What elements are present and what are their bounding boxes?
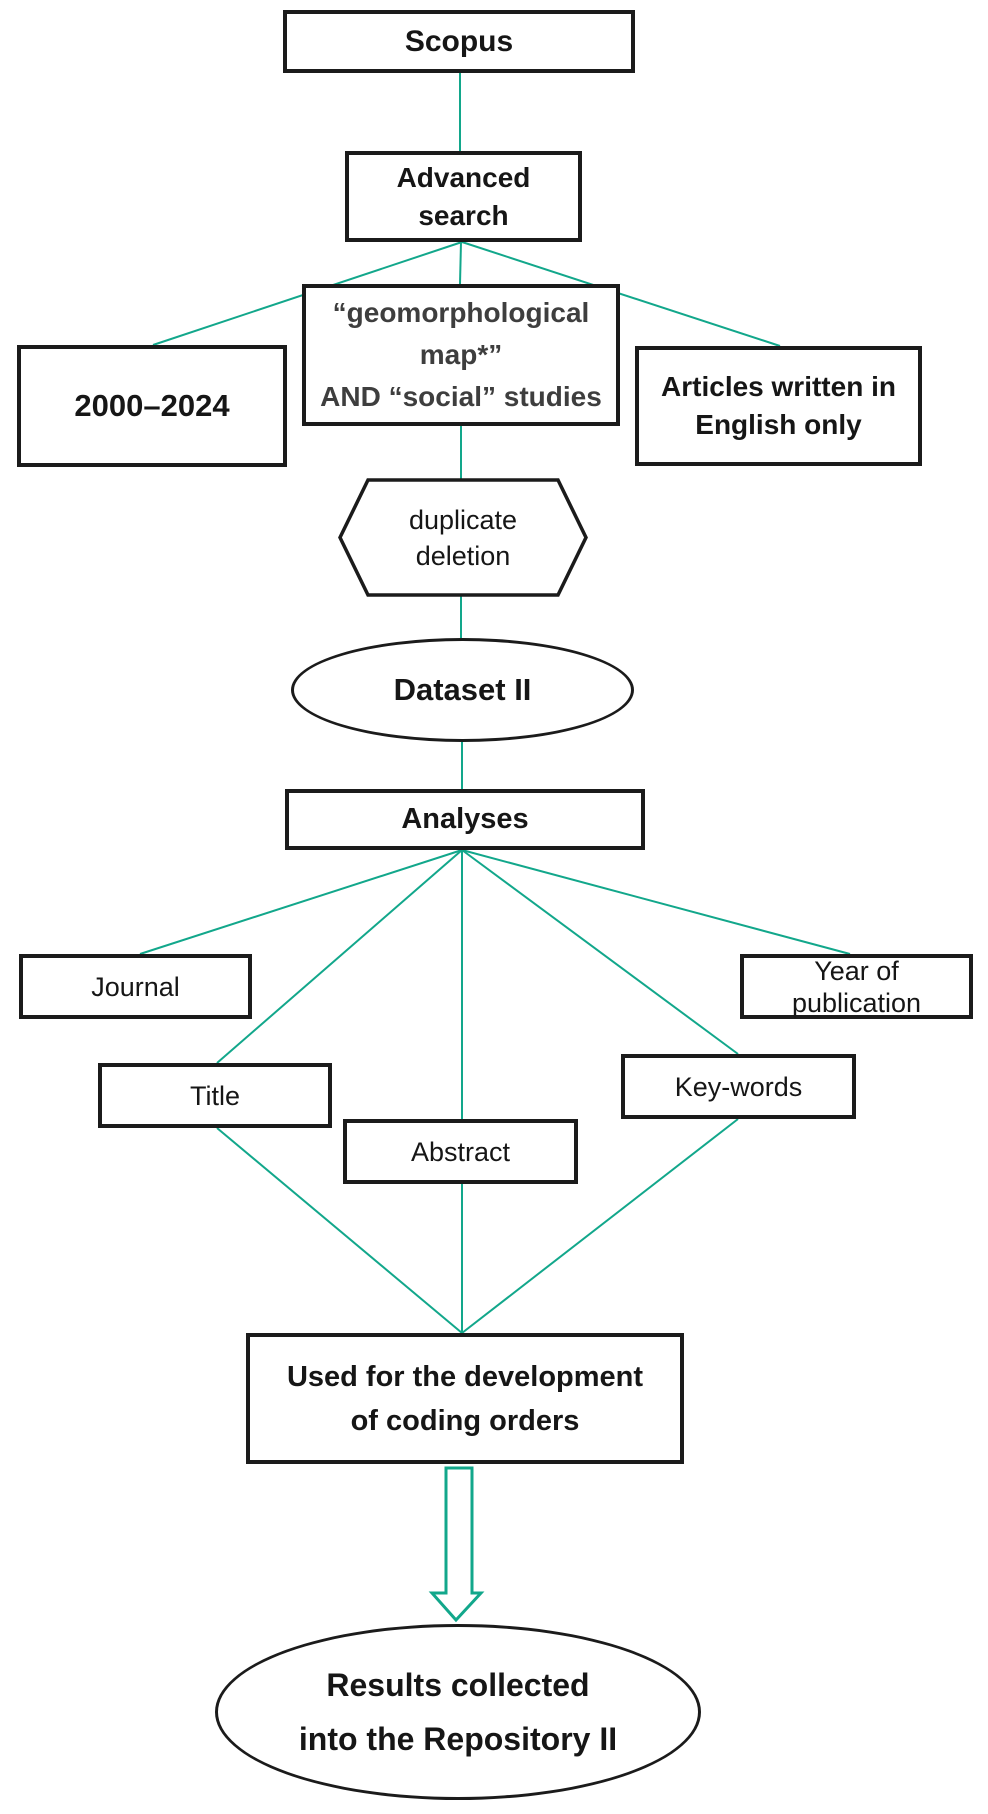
edge-analyses-year (461, 849, 851, 955)
analyses-label: Analyses (401, 803, 529, 835)
node-scopus: Scopus (283, 10, 635, 73)
node-title: Title (98, 1063, 332, 1128)
node-dataset-ii: Dataset II (291, 638, 634, 742)
edge-advanced-query (459, 241, 462, 285)
dataset-ii-label: Dataset II (393, 672, 532, 707)
year-range-label: 2000–2024 (74, 388, 230, 423)
node-search-query: “geomorphological map*” AND “social” stu… (302, 284, 620, 426)
edge-analyses-journal (139, 849, 463, 955)
node-abstract: Abstract (343, 1119, 578, 1184)
edge-analyses-keywords (461, 849, 739, 1055)
node-duplicate-deletion: duplicate deletion (368, 480, 558, 595)
node-coding-orders: Used for the development of coding order… (246, 1333, 684, 1464)
year-of-publication-line2: publication (791, 987, 922, 1018)
node-advanced-search: Advanced search (345, 151, 582, 242)
edge-keywords-coding (461, 1118, 739, 1334)
edge-advanced-language (461, 241, 781, 347)
node-scopus-label: Scopus (404, 24, 514, 58)
node-keywords: Key-words (621, 1054, 856, 1119)
coding-orders-line2: of coding orders (350, 1404, 580, 1437)
query-line2: map*” (419, 339, 503, 370)
node-year-range: 2000–2024 (17, 345, 287, 467)
query-line1: “geomorphological (332, 297, 590, 328)
node-language-filter: Articles written in English only (635, 346, 922, 466)
node-journal: Journal (19, 954, 252, 1019)
year-of-publication-line1: Year of (814, 955, 899, 986)
duplicate-deletion-line1: duplicate (408, 504, 518, 535)
node-analyses: Analyses (285, 789, 645, 850)
journal-label: Journal (91, 971, 180, 1002)
edge-title-coding (216, 1127, 463, 1334)
keywords-label: Key-words (674, 1071, 803, 1102)
duplicate-deletion-hexagon (338, 478, 588, 597)
edge-analyses-title (216, 849, 463, 1064)
language-filter-line2: English only (695, 409, 862, 440)
title-label: Title (189, 1080, 240, 1111)
duplicate-deletion-line2: deletion (415, 540, 511, 571)
language-filter-line1: Articles written in (661, 371, 896, 402)
advanced-search-line2: search (418, 199, 509, 231)
advanced-search-line1: Advanced (396, 161, 531, 193)
coding-orders-line1: Used for the development (286, 1360, 644, 1393)
node-year-of-publication: Year of publication (740, 954, 973, 1019)
down-arrow (428, 1466, 485, 1623)
node-repository-ii: Results collected into the Repository II (215, 1624, 701, 1800)
query-line3: AND “social” studies (320, 381, 602, 412)
repository-line1: Results collected (326, 1667, 590, 1703)
abstract-label: Abstract (410, 1136, 511, 1167)
repository-line2: into the Repository II (298, 1721, 618, 1757)
